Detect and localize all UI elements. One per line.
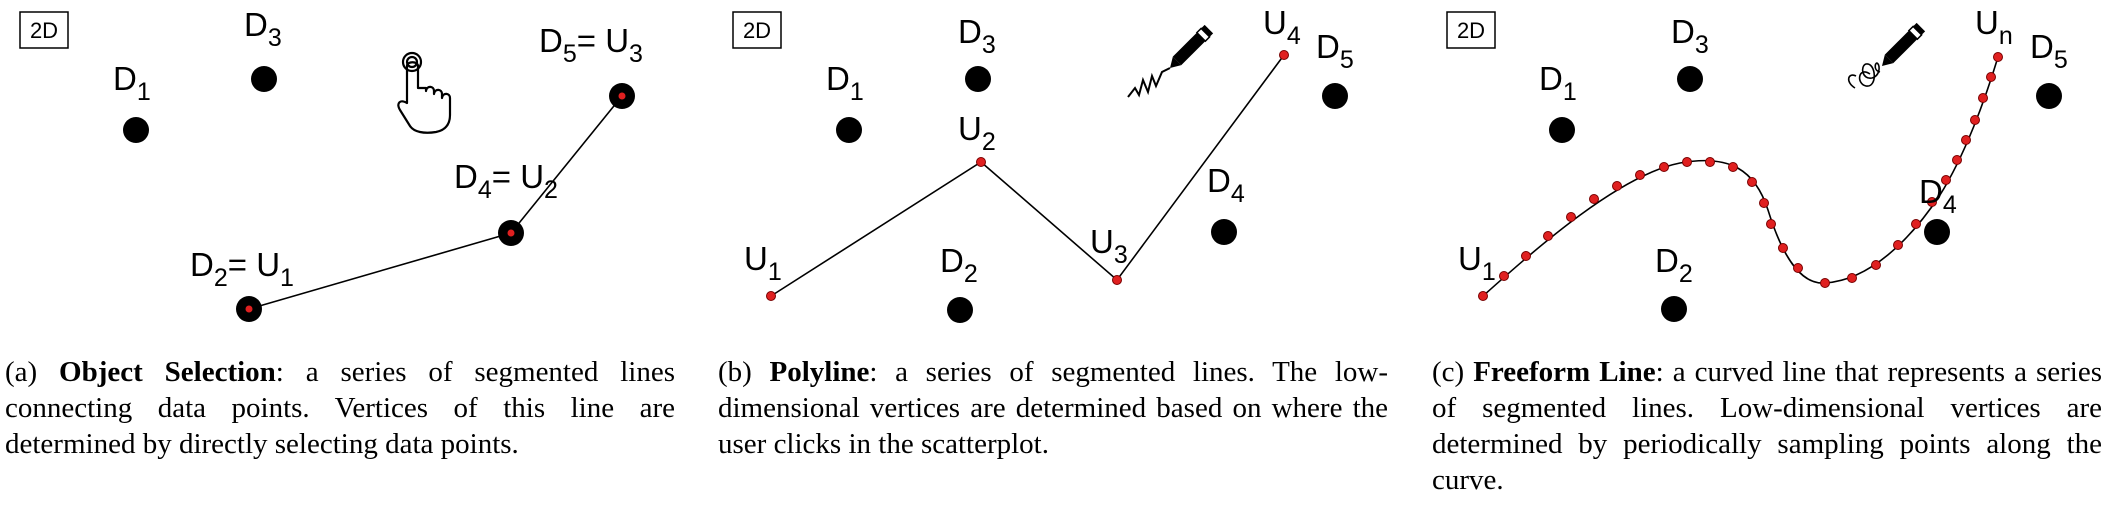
vertex-sample[interactable] xyxy=(1978,93,1988,103)
panel-c: 2D xyxy=(1446,4,2068,322)
caption-prefix: (a) xyxy=(5,356,60,388)
vertex-marker xyxy=(618,92,626,100)
label-d4: D4 xyxy=(1919,173,1957,219)
label-u2: U2 xyxy=(958,110,996,156)
vertex-sample[interactable] xyxy=(1847,273,1857,283)
vertex-sample[interactable] xyxy=(1705,157,1715,167)
caption-prefix: (b) xyxy=(718,356,770,388)
figure-diagrams: 2D D1 D3 D5= U3 D4= U2 D2= U1 2D xyxy=(19,4,2068,323)
label-d2-u1: D2= U1 xyxy=(190,246,294,292)
label-u1: U1 xyxy=(1458,240,1496,286)
label-d4-u2: D4= U2 xyxy=(454,158,558,204)
data-point-d1[interactable] xyxy=(1549,117,1575,143)
vertex-sample[interactable] xyxy=(1766,219,1776,229)
vertex-sample[interactable] xyxy=(1759,198,1769,208)
label-u4: U4 xyxy=(1263,4,1301,50)
label-u3: U3 xyxy=(1090,223,1128,269)
pen-squiggle-icon xyxy=(1847,22,1926,89)
vertex-sample[interactable] xyxy=(1682,157,1692,167)
panel-a: 2D D1 D3 D5= U3 D4= U2 D2= U1 xyxy=(19,6,643,322)
data-point-d5[interactable] xyxy=(1322,83,1348,109)
caption-title: Freeform Line xyxy=(1473,356,1656,388)
vertex-sample[interactable] xyxy=(1793,263,1803,273)
label-d2: D2 xyxy=(1655,242,1693,288)
label-d5: D5 xyxy=(2030,28,2068,74)
selection-line-segment xyxy=(248,232,512,310)
label-u1: U1 xyxy=(744,240,782,286)
vertex-u2[interactable] xyxy=(976,157,986,167)
vertex-sample[interactable] xyxy=(1893,240,1903,250)
vertex-sample[interactable] xyxy=(1659,162,1669,172)
label-d1: D1 xyxy=(826,60,864,106)
data-point-d4[interactable] xyxy=(1924,219,1950,245)
data-point-d3[interactable] xyxy=(965,66,991,92)
vertex-sample[interactable] xyxy=(1986,72,1996,82)
vertex-sample[interactable] xyxy=(1589,194,1599,204)
vertex-sample[interactable] xyxy=(1927,197,1937,207)
selection-line-segment xyxy=(510,95,623,234)
badge-box xyxy=(732,11,782,49)
vertex-sample[interactable] xyxy=(1961,135,1971,145)
sample-vertices xyxy=(1478,52,2003,301)
data-point-d1[interactable] xyxy=(836,117,862,143)
badge-2d: 2D xyxy=(1457,18,1485,43)
label-d3: D3 xyxy=(1671,13,1709,59)
vertex-un[interactable] xyxy=(1993,52,2003,62)
badge-box xyxy=(1446,11,1496,49)
vertex-marker xyxy=(507,229,515,237)
data-point-d3[interactable] xyxy=(1677,66,1703,92)
caption-b: (b) Polyline: a series of segmented line… xyxy=(718,354,1388,462)
vertex-sample[interactable] xyxy=(1952,155,1962,165)
label-d1: D1 xyxy=(113,60,151,106)
vertex-sample[interactable] xyxy=(1543,231,1553,241)
vertex-sample[interactable] xyxy=(1635,170,1645,180)
caption-title: Polyline xyxy=(769,356,870,388)
polyline-path xyxy=(770,54,1285,297)
label-d2: D2 xyxy=(940,242,978,288)
vertex-sample[interactable] xyxy=(1521,251,1531,261)
vertex-sample[interactable] xyxy=(1728,162,1738,172)
vertex-sample[interactable] xyxy=(1911,219,1921,229)
label-un: Un xyxy=(1975,4,2013,50)
badge-box xyxy=(19,11,69,49)
vertex-u3[interactable] xyxy=(1112,275,1122,285)
data-point-d5[interactable] xyxy=(2036,83,2062,109)
vertex-sample[interactable] xyxy=(1820,278,1830,288)
label-d3: D3 xyxy=(244,6,282,52)
data-point-d3[interactable] xyxy=(251,66,277,92)
vertex-sample[interactable] xyxy=(1499,271,1509,281)
pen-zigzag-icon xyxy=(1127,24,1214,98)
vertex-sample[interactable] xyxy=(1871,260,1881,270)
label-d5: D5 xyxy=(1316,28,1354,74)
panel-b: 2D D1 D3 D5 D4 D2 U1 U2 U3 U4 xyxy=(732,4,1354,323)
vertex-sample[interactable] xyxy=(1612,181,1622,191)
data-point-d2[interactable] xyxy=(1661,296,1687,322)
vertex-sample[interactable] xyxy=(1970,115,1980,125)
badge-2d: 2D xyxy=(743,18,771,43)
caption-a: (a) Object Selection: a series of segmen… xyxy=(5,354,675,462)
label-d3: D3 xyxy=(958,13,996,59)
caption-c: (c) Freeform Line: a curved line that re… xyxy=(1432,354,2102,498)
vertex-sample[interactable] xyxy=(1778,243,1788,253)
label-d5-u3: D5= U3 xyxy=(539,22,643,68)
vertex-u1[interactable] xyxy=(766,291,776,301)
caption-text: : a series of segmented lines. The low-d… xyxy=(718,356,1388,460)
vertex-sample[interactable] xyxy=(1566,212,1576,222)
hand-tap-icon xyxy=(397,51,452,134)
vertex-sample[interactable] xyxy=(1941,175,1951,185)
label-d1: D1 xyxy=(1539,60,1577,106)
data-point-d4[interactable] xyxy=(1211,219,1237,245)
label-d4: D4 xyxy=(1207,162,1245,208)
vertex-sample[interactable] xyxy=(1747,177,1757,187)
caption-text: : a curved line that represents a series… xyxy=(1432,356,2102,496)
data-point-d2[interactable] xyxy=(947,297,973,323)
vertex-marker xyxy=(245,305,253,313)
caption-text: : a series of segmented lines connecting… xyxy=(5,356,675,460)
caption-title: Object Selection xyxy=(59,356,276,388)
badge-2d: 2D xyxy=(30,18,58,43)
caption-prefix: (c) xyxy=(1432,356,1474,388)
vertex-u1[interactable] xyxy=(1478,291,1488,301)
vertex-u4[interactable] xyxy=(1279,50,1289,60)
data-point-d1[interactable] xyxy=(123,117,149,143)
